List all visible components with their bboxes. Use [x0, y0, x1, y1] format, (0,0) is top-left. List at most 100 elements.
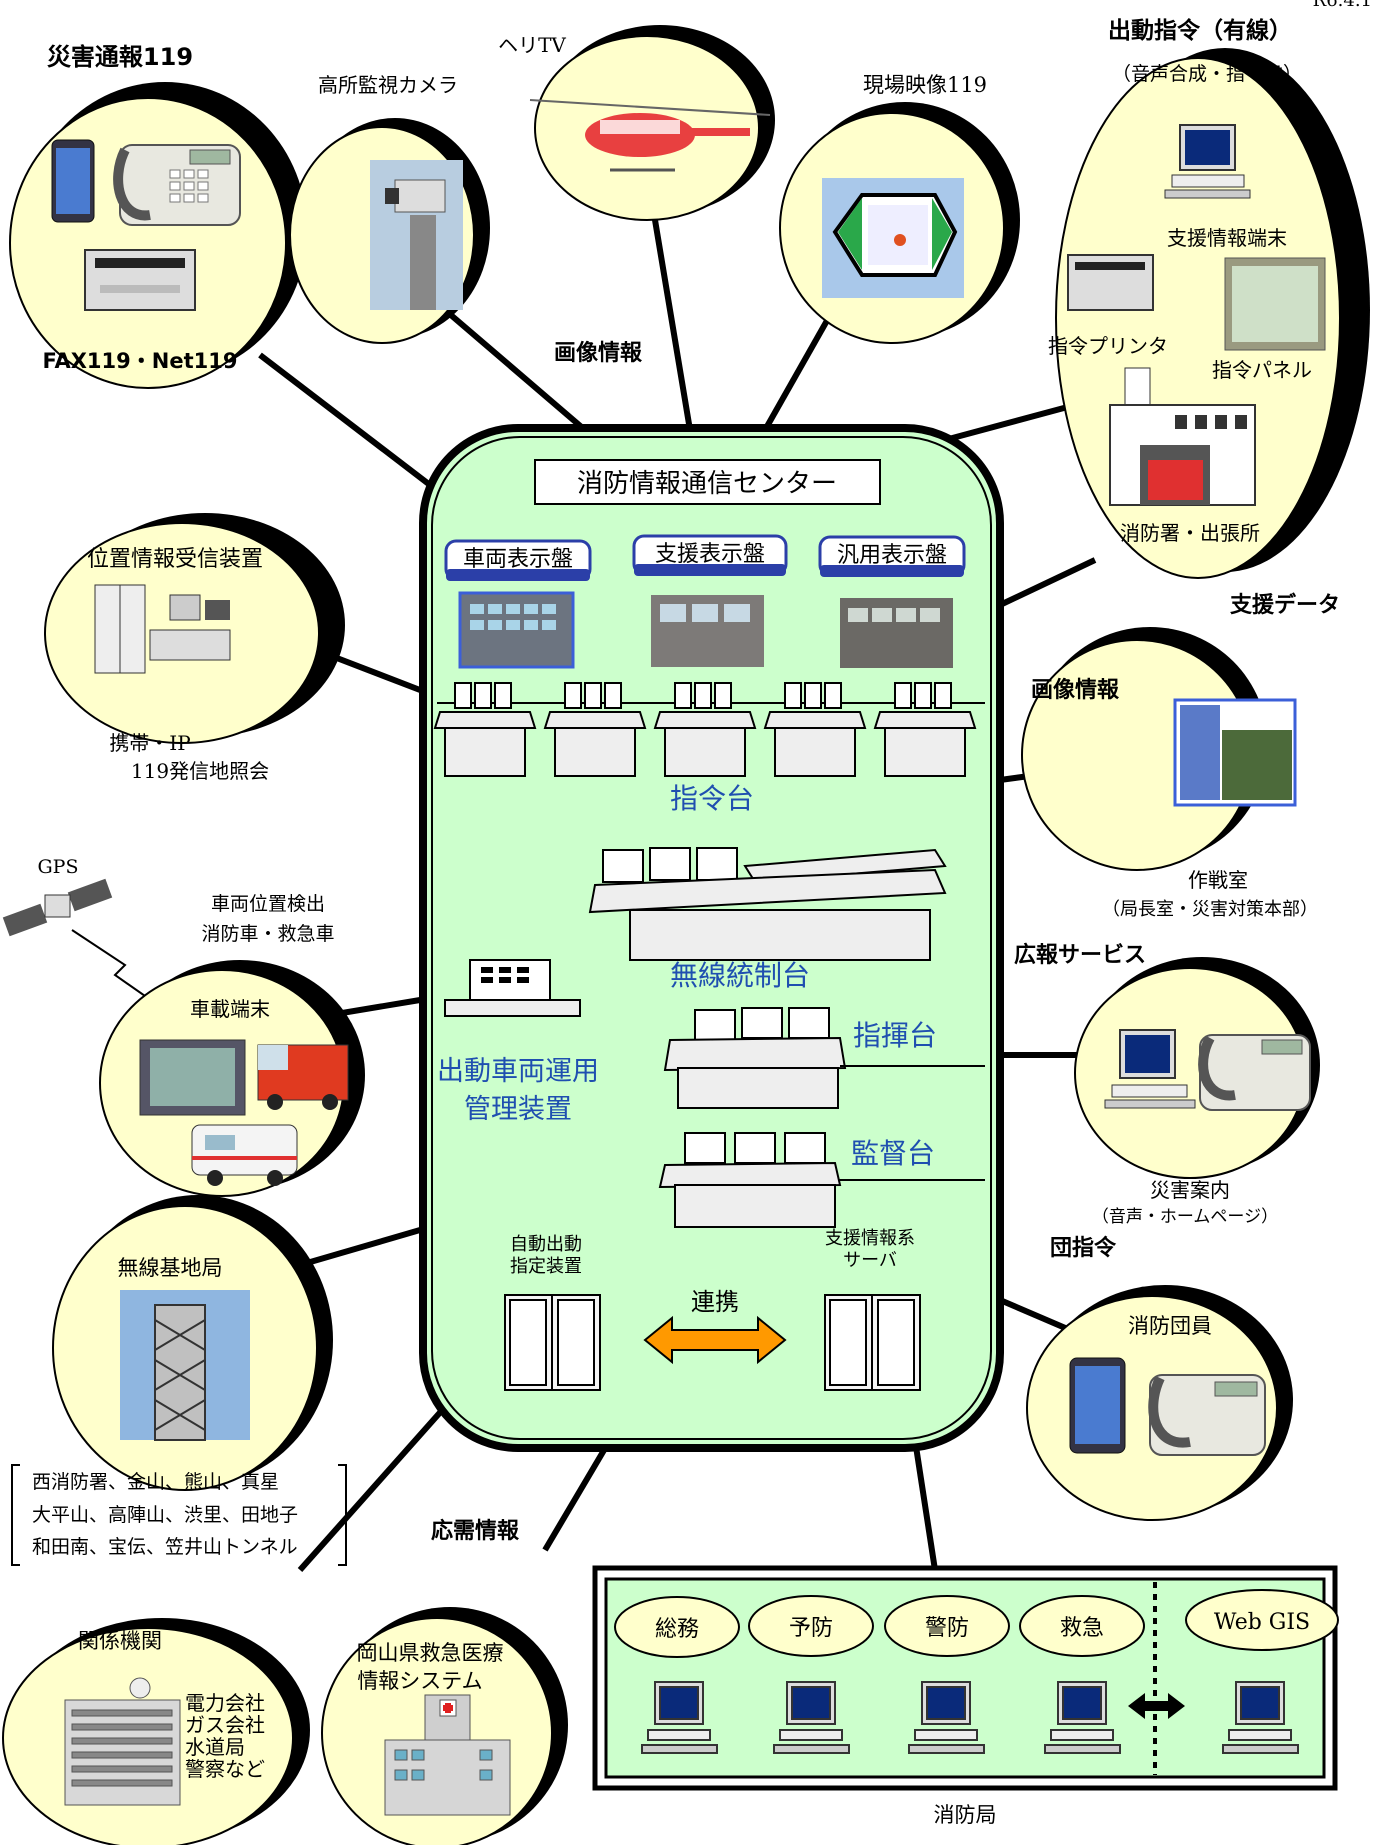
command-desk-5	[873, 682, 977, 777]
support-server-label-2: サーバ	[843, 1250, 897, 1271]
bubble-high-camera: 高所監視カメラ	[289, 73, 490, 344]
related-org-4: 警察など	[185, 1757, 265, 1781]
bubble-brigade: 消防団員	[1026, 1285, 1293, 1521]
supervisor-console	[658, 1132, 842, 1228]
bubble-emergency-medical: 岡山県救急医療 情報システム	[321, 1607, 568, 1845]
fax-icon	[84, 249, 196, 311]
fire-station-icon	[1109, 367, 1256, 506]
link-image-info-top: 画像情報	[554, 340, 643, 366]
disaster-report-title: 災害通報119	[47, 43, 193, 71]
center-title: 消防情報通信センター	[577, 469, 837, 499]
command-desk-1	[433, 682, 537, 777]
location-receiver-title: 位置情報受信装置	[87, 547, 263, 572]
display-board-support: 支援表示盤	[655, 542, 765, 567]
heli-tv-title: ヘリTV	[498, 33, 566, 57]
dispatch-printer-label: 指令プリンタ	[1048, 334, 1168, 358]
camera-tower-icon	[385, 179, 446, 310]
emergency-medical-title-2: 情報システム	[357, 1669, 482, 1693]
link-arrow-icon	[643, 1315, 787, 1365]
fire-truck-icon	[257, 1044, 349, 1110]
hq-department-5: Web GIS	[1214, 1610, 1310, 1635]
vehicle-mgmt-label-2: 管理装置	[464, 1094, 572, 1125]
hq-pc-5	[1222, 1681, 1299, 1754]
dispatch-printer-icon	[1067, 254, 1154, 311]
bubble-disaster-report: 災害通報119 FAX119・Net119	[9, 43, 307, 389]
bubble-location-receiver: 位置情報受信装置	[44, 513, 345, 744]
fire-station-label: 消防署・出張所	[1120, 521, 1260, 545]
link-label: 連携	[691, 1288, 739, 1316]
support-terminal-label: 支援情報端末	[1167, 226, 1287, 250]
display-board-photos	[458, 591, 953, 669]
location-device-icon	[94, 584, 231, 674]
bubble-vehicle-terminal: 車載端末	[99, 960, 365, 1197]
page-number: R6.4.1	[1313, 0, 1372, 11]
hq-pc-4	[1044, 1681, 1121, 1754]
bubble-radio-base: 無線基地局	[52, 1195, 333, 1491]
radio-sites-list: 西消防署、金山、熊山、真星 大平山、高陣山、渋里、田地子 和田南、宝伝、笠井山ト…	[11, 1464, 347, 1566]
hq-pc-1	[641, 1681, 718, 1754]
hq-pc-icons	[641, 1681, 1299, 1754]
fax-caption: FAX119・Net119	[43, 349, 238, 373]
dispatch-order-subtitle: （音声合成・指令書）	[1112, 63, 1302, 85]
auto-dispatch-label-2: 指定装置	[510, 1256, 582, 1277]
high-camera-title: 高所監視カメラ	[318, 73, 458, 97]
radio-site-3: 和田南、宝伝、笠井山トンネル	[32, 1536, 298, 1558]
car-terminal-icon	[139, 1039, 246, 1116]
link-demand-info: 応需情報	[431, 1518, 520, 1544]
hq-pc-3	[908, 1681, 985, 1754]
office-building-icon	[64, 1677, 181, 1806]
vehicle-mgmt-device	[444, 959, 581, 1017]
command-console-desks	[433, 682, 977, 777]
dispatch-panel-icon	[1224, 257, 1326, 351]
tablet-icon	[832, 193, 958, 277]
connection-lines	[258, 219, 1111, 1572]
hospital-icon	[384, 1694, 511, 1816]
war-room-caption-2: （局長室・災害対策本部）	[1102, 899, 1318, 920]
hq-pc-2	[773, 1681, 850, 1754]
radio-base-title: 無線基地局	[118, 1256, 223, 1280]
emergency-medical-title-1: 岡山県救急医療	[357, 1641, 504, 1665]
vehicle-mgmt-label-1: 出動車両運用	[437, 1056, 599, 1087]
dispatch-order-title: 出動指令（有線）	[1108, 17, 1292, 44]
site-video-title: 現場映像119	[863, 73, 987, 97]
display-board-vehicle: 車両表示盤	[463, 547, 573, 572]
link-brigade-order: 団指令	[1050, 1235, 1117, 1261]
brigade-phone-icon	[1148, 1374, 1266, 1456]
disaster-info-caption-1: 災害案内	[1150, 1178, 1230, 1202]
display-board-labels: 車両表示盤 支援表示盤 汎用表示盤	[444, 534, 966, 581]
location-caption-2: 119発信地照会	[131, 759, 269, 783]
bubble-heli-tv: ヘリTV	[498, 25, 775, 221]
center-block: 消防情報通信センター 車両表示盤 支援表示盤 汎用表示盤	[419, 424, 1004, 1452]
gps-label: GPS	[38, 856, 79, 878]
gps-satellite-icon	[2, 878, 166, 1011]
support-server-label-1: 支援情報系	[825, 1228, 915, 1249]
command-desk-4	[763, 682, 867, 777]
bubble-related-orgs: 関係機関 電力会社 ガス会社 水道局 警察など	[2, 1618, 310, 1845]
radio-console	[588, 847, 947, 961]
command-desk-2	[543, 682, 647, 777]
radio-tower-icon	[154, 1304, 206, 1441]
radio-site-2: 大平山、高陣山、渋里、田地子	[32, 1504, 298, 1526]
hq-double-arrow-icon	[1128, 1693, 1185, 1719]
hq-caption: 消防局	[934, 1803, 997, 1827]
vehicle-caption-1: 車両位置検出	[211, 893, 325, 915]
info-phone-icon	[1198, 1034, 1311, 1111]
vehicle-caption-2: 消防車・救急車	[201, 923, 334, 945]
radio-console-label: 無線統制台	[670, 959, 810, 992]
link-image-info-right: 画像情報	[1031, 677, 1120, 703]
brigade-title: 消防団員	[1128, 1314, 1212, 1338]
radio-site-1: 西消防署、金山、熊山、真星	[32, 1471, 279, 1493]
hq-department-3: 警防	[925, 1616, 969, 1641]
commander-console	[663, 1007, 847, 1109]
disaster-info-caption-2: （音声・ホームページ）	[1092, 1207, 1278, 1227]
hq-block: 総務 予防 警防 救急 Web GIS	[592, 1565, 1339, 1791]
related-org-2: ガス会社	[185, 1713, 265, 1737]
supervisor-console-label: 監督台	[851, 1137, 935, 1170]
support-server-icon	[824, 1294, 921, 1391]
bubble-disaster-info	[1074, 957, 1320, 1179]
location-caption-1: 携帯・IP	[109, 731, 190, 755]
dispatch-panel-label: 指令パネル	[1212, 358, 1312, 382]
display-board-general: 汎用表示盤	[837, 543, 947, 568]
dispatch-pc-icon	[1164, 124, 1251, 199]
